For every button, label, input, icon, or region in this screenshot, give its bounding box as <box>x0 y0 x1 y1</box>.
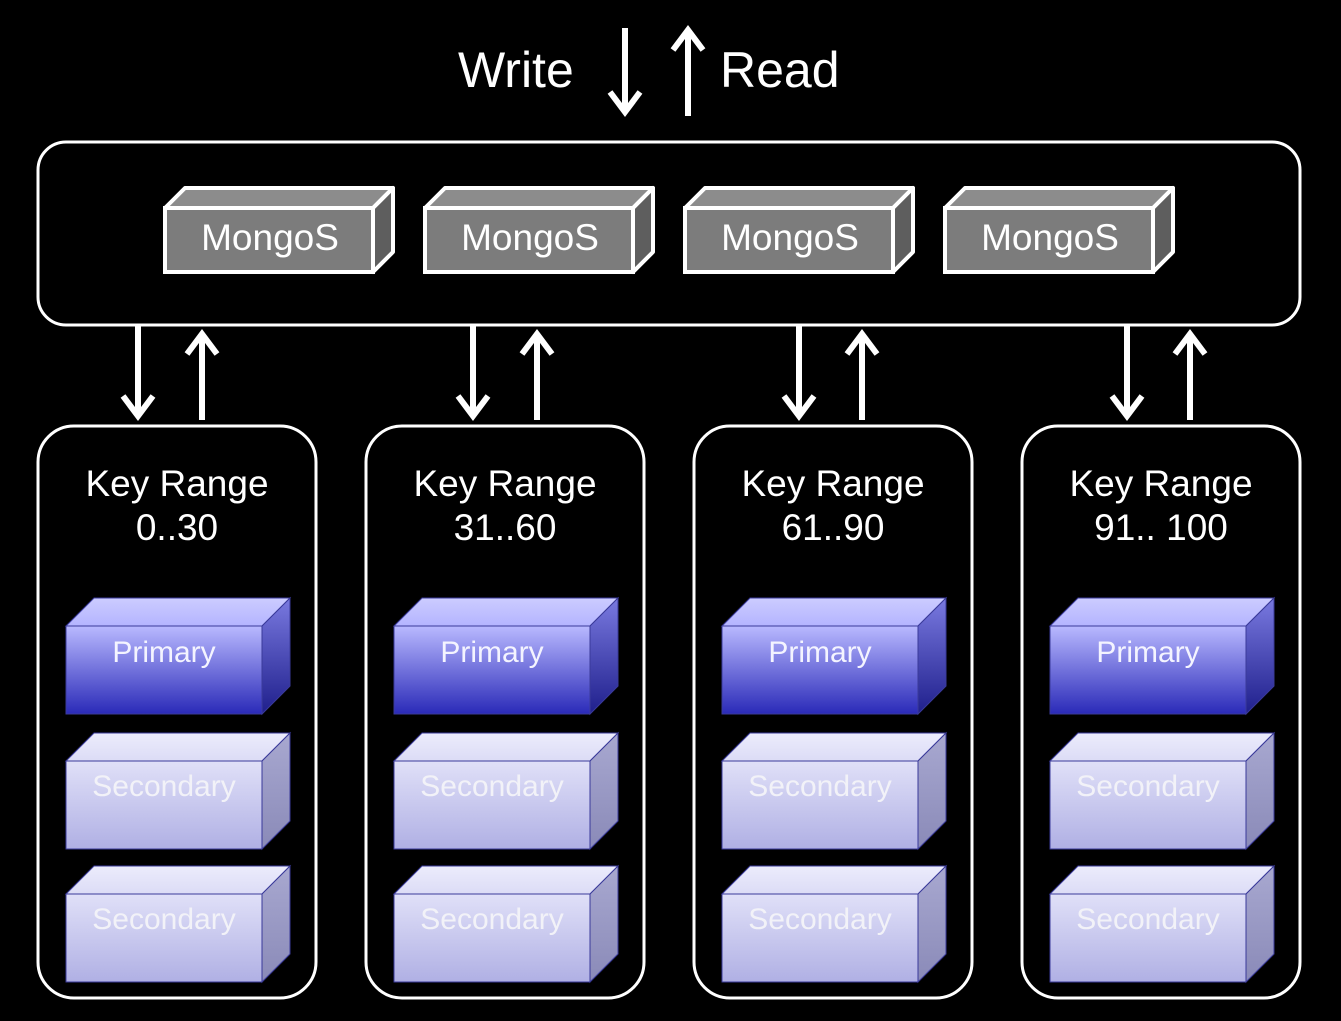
shard-key-range: 31..60 <box>453 507 557 548</box>
secondary-node <box>64 864 292 984</box>
mongos-router <box>423 186 655 274</box>
secondary-node <box>392 864 620 984</box>
write-label: Write <box>458 42 574 98</box>
read-arrow-icon <box>670 25 706 116</box>
mongos-router <box>163 186 395 274</box>
primary-node <box>720 596 948 716</box>
read-up-arrow-icon <box>184 329 220 420</box>
primary-label: Primary <box>112 636 216 669</box>
secondary-label: Secondary <box>92 770 236 803</box>
read-up-arrow-icon <box>844 329 880 420</box>
secondary-node <box>1048 864 1276 984</box>
secondary-node <box>720 864 948 984</box>
secondary-label: Secondary <box>1076 903 1220 936</box>
mongos-label: MongoS <box>461 217 599 258</box>
mongos-router <box>683 186 915 274</box>
primary-node <box>1048 596 1276 716</box>
shard-key-range: 61..90 <box>781 507 885 548</box>
primary-label: Primary <box>440 636 544 669</box>
secondary-label: Secondary <box>420 903 564 936</box>
secondary-node <box>1048 731 1276 851</box>
read-label: Read <box>720 42 840 98</box>
mongos-label: MongoS <box>721 217 859 258</box>
shard-title: Key Range <box>741 463 925 504</box>
shard-title: Key Range <box>413 463 597 504</box>
secondary-label: Secondary <box>92 903 236 936</box>
secondary-label: Secondary <box>748 770 892 803</box>
mongos-label: MongoS <box>201 217 339 258</box>
secondary-node <box>64 731 292 851</box>
mongos-router <box>943 186 1175 274</box>
write-down-arrow-icon <box>120 326 156 421</box>
read-up-arrow-icon <box>519 329 555 420</box>
primary-label: Primary <box>768 636 872 669</box>
shard-key-range: 0..30 <box>135 507 219 548</box>
write-arrow-icon <box>607 28 643 117</box>
shard-title: Key Range <box>1069 463 1253 504</box>
secondary-label: Secondary <box>748 903 892 936</box>
secondary-node <box>392 731 620 851</box>
shard-title: Key Range <box>85 463 269 504</box>
secondary-label: Secondary <box>420 770 564 803</box>
write-down-arrow-icon <box>1109 326 1145 421</box>
write-down-arrow-icon <box>781 326 817 421</box>
mongos-label: MongoS <box>981 217 1119 258</box>
read-up-arrow-icon <box>1172 329 1208 420</box>
primary-node <box>392 596 620 716</box>
primary-label: Primary <box>1096 636 1200 669</box>
secondary-label: Secondary <box>1076 770 1220 803</box>
primary-node <box>64 596 292 716</box>
shard-key-range: 91.. 100 <box>1094 507 1228 548</box>
secondary-node <box>720 731 948 851</box>
write-down-arrow-icon <box>455 326 491 421</box>
